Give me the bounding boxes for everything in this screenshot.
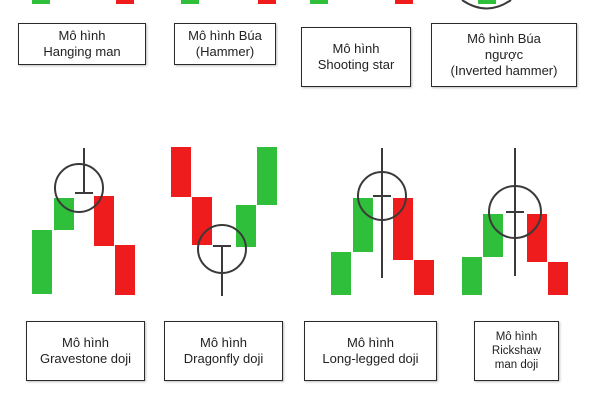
- gravestone-doji-diagram: [32, 148, 135, 295]
- bear-candle: [115, 245, 135, 295]
- label-line: Mô hình: [332, 41, 380, 56]
- highlight-circle: [357, 171, 407, 221]
- label-line: (Hammer): [195, 44, 255, 59]
- highlight-circle: [488, 185, 542, 239]
- label-line: Mô hình: [62, 335, 109, 350]
- label-line: (Inverted hammer): [450, 63, 558, 78]
- bear-candle: [527, 214, 547, 262]
- bull-candle-fragment: [478, 0, 496, 4]
- highlight-circle: [197, 224, 247, 274]
- highlight-circle-fragment: [461, 0, 512, 10]
- rickshaw-man-doji-diagram: [462, 148, 568, 295]
- label-line: Rickshaw: [491, 345, 542, 357]
- bear-candle: [414, 260, 434, 295]
- highlight-circle: [54, 163, 104, 213]
- bear-candle-fragment: [395, 0, 413, 4]
- label-line: Gravestone doji: [39, 351, 132, 366]
- bull-candle-fragment: [32, 0, 50, 4]
- label-line: ngược: [484, 47, 524, 62]
- bull-candle: [32, 230, 52, 294]
- label-hammer: Mô hình Búa(Hammer): [174, 23, 276, 65]
- bull-candle: [331, 252, 351, 295]
- label-line: Long-legged doji: [322, 351, 419, 366]
- bull-candle: [236, 205, 256, 247]
- top-cropped-remnants: [32, 0, 512, 10]
- bear-candle: [94, 196, 114, 246]
- long-legged-doji-diagram: [331, 148, 434, 295]
- bear-candle: [171, 147, 191, 197]
- bear-candle: [192, 197, 212, 245]
- label-line: Mô hình: [495, 331, 538, 343]
- dragonfly-doji-diagram: [171, 147, 277, 296]
- bull-candle-fragment: [310, 0, 328, 4]
- bear-candle-fragment: [258, 0, 276, 4]
- bull-candle: [483, 214, 503, 257]
- bear-candle-fragment: [116, 0, 134, 4]
- label-line: Mô hình Búa: [188, 28, 262, 43]
- label-line: man doji: [494, 359, 539, 371]
- bull-candle: [54, 198, 74, 230]
- label-line: Hanging man: [43, 44, 121, 59]
- label-line: Dragonfly doji: [183, 351, 264, 366]
- bull-candle: [353, 198, 373, 252]
- label-line: Shooting star: [317, 57, 395, 72]
- label-line: Mô hình: [347, 335, 394, 350]
- bull-candle: [462, 257, 482, 295]
- bear-candle: [548, 262, 568, 295]
- bull-candle-fragment: [181, 0, 199, 4]
- bull-candle: [257, 147, 277, 205]
- label-line: Mô hình: [58, 28, 106, 43]
- label-line: Mô hình Búa: [467, 31, 541, 46]
- label-line: Mô hình: [200, 335, 247, 350]
